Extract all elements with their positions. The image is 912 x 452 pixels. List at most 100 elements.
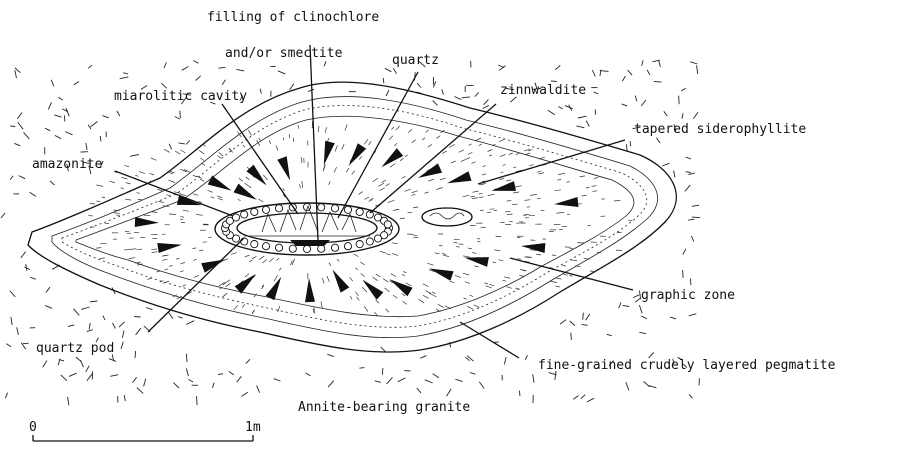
graphic-texture-stroke <box>365 197 369 199</box>
graphic-texture-stroke <box>419 299 425 303</box>
granite-dash <box>113 323 116 329</box>
siderophyllite-crystal <box>418 163 442 178</box>
graphic-texture-stroke <box>582 195 587 196</box>
graphic-texture-stroke <box>426 291 432 294</box>
granite-dash <box>229 371 234 375</box>
granite-dash <box>69 373 77 376</box>
quartz-pod-bead <box>366 211 373 218</box>
graphic-texture-stroke <box>97 201 101 202</box>
siderophyllite-crystal <box>521 243 545 253</box>
graphic-texture-stroke <box>401 176 405 178</box>
granite-dash <box>169 144 171 150</box>
label-quartz: quartz <box>392 53 439 68</box>
granite-dash <box>683 249 686 255</box>
graphic-texture-stroke <box>352 171 355 175</box>
granite-dash <box>43 361 47 368</box>
granite-dash <box>87 330 93 332</box>
graphic-texture-stroke <box>274 275 278 281</box>
graphic-texture-stroke <box>513 192 519 193</box>
graphic-texture-stroke <box>193 194 198 196</box>
graphic-texture-stroke <box>302 181 303 188</box>
quartz-pod-bead <box>251 208 258 215</box>
graphic-texture-stroke <box>562 266 566 267</box>
graphic-texture-stroke <box>499 139 504 141</box>
granite-dash <box>647 70 650 75</box>
granite-dash <box>133 377 137 382</box>
granite-dash <box>218 67 225 68</box>
granite-dash <box>659 61 661 67</box>
graphic-texture-stroke <box>279 268 281 271</box>
granite-dash <box>144 379 146 387</box>
granite-dash <box>66 108 69 116</box>
granite-dash <box>306 373 311 376</box>
graphic-texture-stroke <box>90 203 95 204</box>
granite-dash <box>103 316 105 321</box>
quartz-pod-bead <box>318 204 325 211</box>
graphic-texture-stroke <box>152 252 158 253</box>
granite-dash <box>571 333 572 340</box>
granite-dash <box>17 327 19 335</box>
granite-dash <box>385 68 392 71</box>
graphic-texture-stroke <box>474 266 478 267</box>
granite-dash <box>504 357 506 364</box>
scale-bar-end-label: 1m <box>245 420 261 435</box>
granite-dash <box>65 132 72 135</box>
granite-dash <box>188 379 193 382</box>
graphic-texture-stroke <box>242 304 245 307</box>
graphic-texture-stroke <box>246 177 250 180</box>
granite-dash <box>578 116 587 118</box>
graphic-texture-stroke <box>405 189 411 191</box>
granite-dash <box>475 92 479 96</box>
granite-dash <box>454 97 461 100</box>
graphic-texture-stroke <box>501 172 504 173</box>
graphic-texture-stroke <box>364 306 368 311</box>
graphic-texture-stroke <box>482 174 486 175</box>
graphic-texture-stroke <box>300 184 301 188</box>
graphic-texture-stroke <box>493 262 497 263</box>
granite-dash <box>656 138 660 143</box>
granite-dash <box>685 185 691 192</box>
quartz-pod-bead <box>374 235 381 242</box>
graphic-texture-stroke <box>156 271 160 272</box>
graphic-texture-stroke <box>569 276 572 277</box>
graphic-texture-stroke <box>593 191 598 192</box>
graphic-texture-stroke <box>334 167 337 172</box>
graphic-texture-stroke <box>428 179 434 181</box>
quartz-pod-bead <box>289 245 296 252</box>
graphic-texture-stroke <box>193 248 197 249</box>
graphic-texture-stroke <box>199 150 204 154</box>
graphic-texture-stroke <box>530 194 537 195</box>
label-tapered-siderophyllite: tapered siderophyllite <box>634 122 806 137</box>
granite-dash <box>586 121 589 127</box>
granite-dash <box>417 388 421 393</box>
siderophyllite-crystal <box>464 257 489 267</box>
granite-dash <box>6 344 11 347</box>
graphic-texture-stroke <box>516 154 519 155</box>
graphic-texture-stroke <box>400 218 405 219</box>
graphic-texture-stroke <box>471 196 476 197</box>
granite-dash <box>120 77 129 79</box>
graphic-texture-stroke <box>200 179 204 181</box>
graphic-texture-stroke <box>379 183 384 186</box>
graphic-texture-stroke <box>459 244 464 245</box>
quartz-pod-bead <box>275 244 282 251</box>
graphic-texture-stroke <box>388 200 395 202</box>
granite-dash <box>594 92 599 94</box>
granite-dash <box>619 303 621 309</box>
graphic-texture-stroke <box>226 283 231 287</box>
label-quartz-pod: quartz pod <box>36 341 114 356</box>
siderophyllite-crystal <box>201 259 225 272</box>
graphic-texture-stroke <box>350 296 352 299</box>
graphic-texture-stroke <box>137 193 140 194</box>
graphic-texture-stroke <box>245 274 249 277</box>
graphic-texture-stroke <box>440 178 446 180</box>
graphic-texture-stroke <box>259 199 264 202</box>
graphic-texture-stroke <box>427 263 433 265</box>
graphic-texture-stroke <box>245 255 250 257</box>
graphic-texture-stroke <box>472 198 478 199</box>
label-miarolitic-cavity: miarolitic cavity <box>114 89 247 104</box>
label-annite-granite: Annite-bearing granite <box>298 400 470 415</box>
granite-dash <box>10 126 15 127</box>
graphic-texture-stroke <box>126 183 131 184</box>
granite-dash <box>90 301 97 302</box>
